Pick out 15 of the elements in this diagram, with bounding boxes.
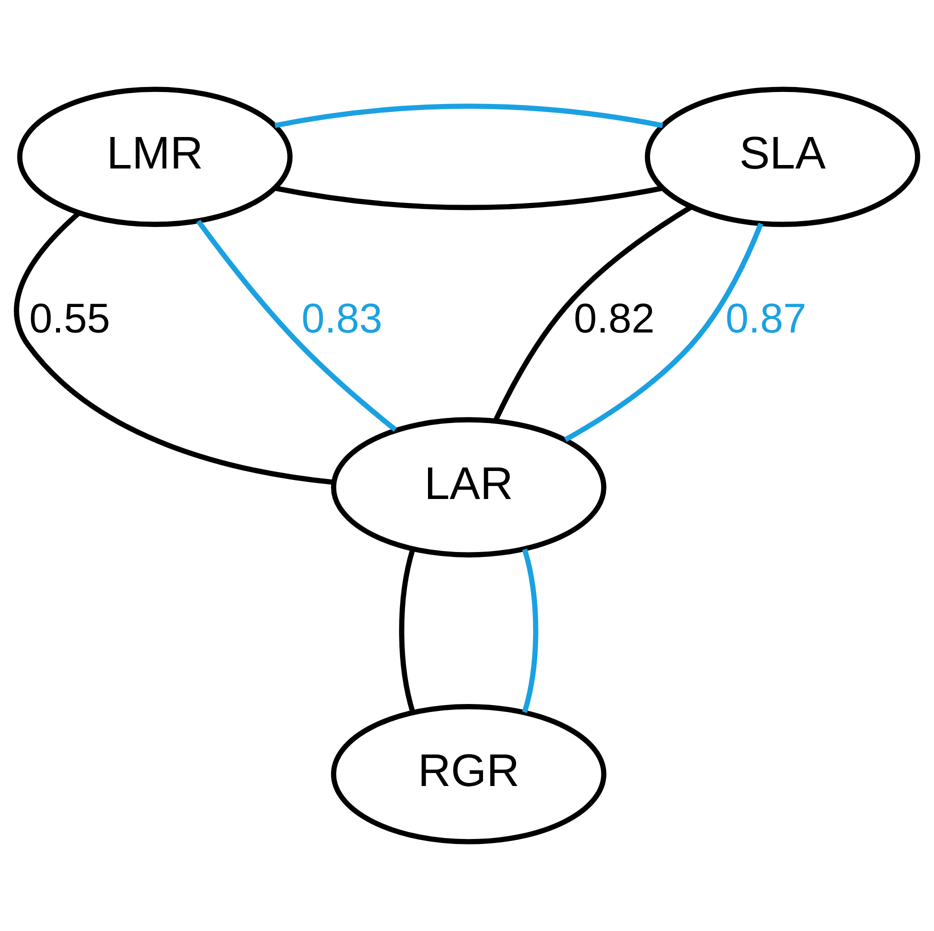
node-ellipse: SLA xyxy=(644,86,920,227)
connector xyxy=(274,104,664,128)
edge-label: 0.83 xyxy=(301,294,382,342)
edge-label: 0.82 xyxy=(574,294,655,342)
connector xyxy=(522,548,538,713)
connector xyxy=(399,548,416,713)
connector xyxy=(196,220,397,432)
connector xyxy=(564,222,764,442)
node-ellipse: LAR xyxy=(331,417,606,558)
edge-label: 0.87 xyxy=(725,294,806,342)
node-ellipse: RGR xyxy=(331,704,606,844)
edge-label: 0.55 xyxy=(29,294,110,342)
connector xyxy=(274,186,664,210)
connector xyxy=(14,211,334,485)
node-ellipse: LMR xyxy=(17,86,293,227)
